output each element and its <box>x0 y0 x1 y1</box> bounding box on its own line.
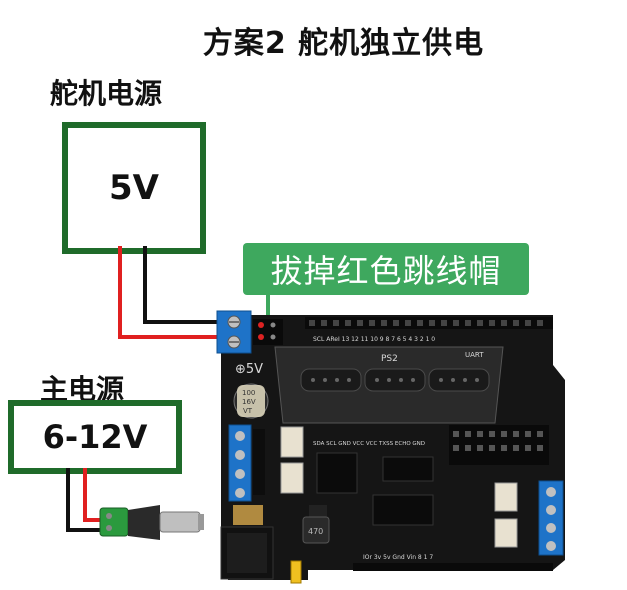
servo-red-wire <box>118 246 225 339</box>
yellow-jumper <box>290 560 302 584</box>
motor-connectors-left <box>280 426 304 494</box>
main-power-box: 6-12V <box>8 400 182 474</box>
inductor-label: 470 <box>308 527 323 536</box>
servo-power-box: 5V <box>62 122 206 254</box>
capacitor: 100 16V VT <box>233 383 269 419</box>
dc-plug <box>99 505 204 540</box>
shield-board: SCL AReI 13 12 11 10 9 8 7 6 5 4 3 2 1 0… <box>216 310 565 584</box>
servo-black-wire <box>143 246 225 324</box>
main-black-wire <box>66 468 110 532</box>
jumper-callout: 拔掉红色跳线帽 <box>243 243 529 295</box>
top-header <box>305 317 553 329</box>
bottom-header <box>353 563 553 571</box>
pin-labels-bottom: IOr 3v 5v Gnd Vin 8 1 7 <box>363 554 433 561</box>
jumper-pins <box>253 319 283 345</box>
servo-power-label: 舵机电源 <box>50 77 163 110</box>
jumper-callout-text: 拔掉红色跳线帽 <box>270 252 502 290</box>
pin-labels-top: SCL AReI 13 12 11 10 9 8 7 6 5 4 3 2 1 0 <box>313 336 435 343</box>
left-terminal-block <box>228 424 265 502</box>
servo-power-voltage: 5V <box>109 168 159 208</box>
cap-line-2: 16V <box>242 398 256 406</box>
right-terminal-block <box>538 480 564 556</box>
ps2-connector: PS2 <box>274 346 504 424</box>
pin-labels-mid: SDA SCL GND VCC VCC TXSS ECHO GND <box>313 441 425 447</box>
uart-label: UART <box>465 351 484 359</box>
cap-line-3: VT <box>243 407 253 415</box>
dc-jack <box>220 505 274 580</box>
ps2-label: PS2 <box>381 354 398 364</box>
diagram-title: 方案2 舵机独立供电 <box>202 26 485 61</box>
main-power-voltage: 6-12V <box>42 418 148 456</box>
plus-5v-label: ⊕5V <box>235 362 263 377</box>
driver-chips <box>309 452 434 526</box>
motor-connectors-right <box>494 482 518 548</box>
servo-power-terminal <box>216 310 252 354</box>
inductor: 470 <box>302 516 330 544</box>
right-header-block <box>449 425 549 465</box>
cap-line-1: 100 <box>242 389 255 397</box>
